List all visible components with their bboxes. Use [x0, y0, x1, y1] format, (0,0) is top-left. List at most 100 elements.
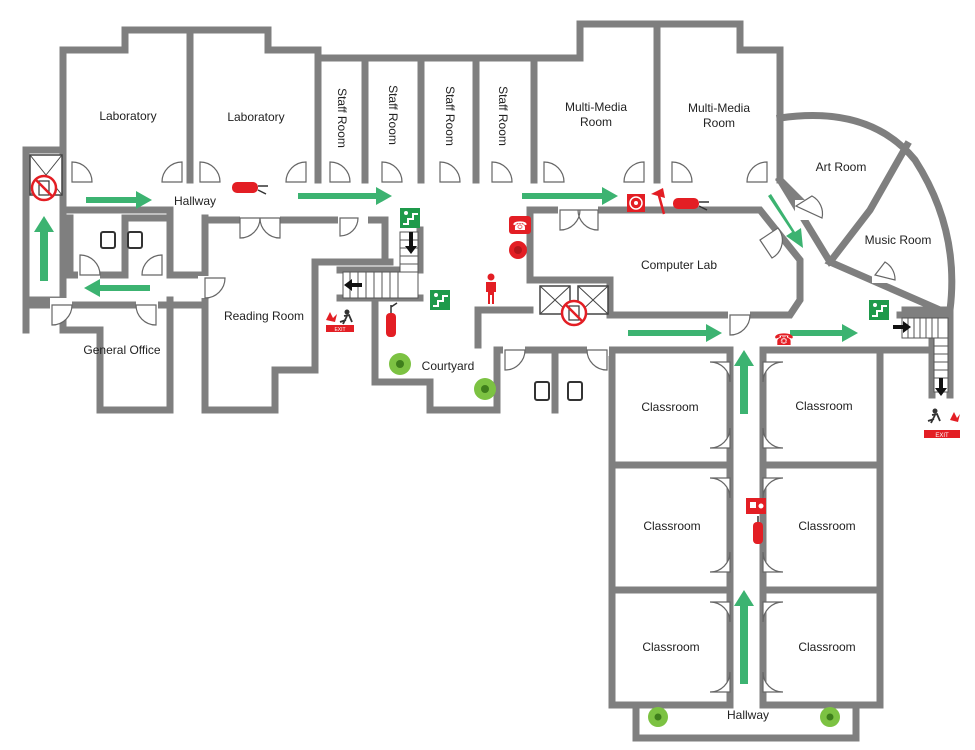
- room-label-classroom-3: Classroom: [643, 519, 700, 533]
- door: [745, 161, 768, 184]
- fire-axe-icon: [651, 188, 666, 215]
- door: [709, 477, 731, 499]
- stairs-west: [342, 231, 419, 299]
- fire-extinguisher-icon: [386, 302, 398, 337]
- room-label-courtyard: Courtyard: [422, 359, 475, 373]
- door: [762, 477, 784, 499]
- door: [558, 204, 599, 231]
- room-label-multimedia-1-line2: Room: [580, 115, 612, 129]
- room-label-multimedia-1-line1: Multi-Media: [565, 100, 627, 114]
- door: [50, 298, 73, 326]
- plant-icon: [648, 707, 668, 727]
- door: [762, 601, 784, 623]
- plant-icon: [820, 707, 840, 727]
- door: [586, 344, 609, 371]
- door: [490, 161, 513, 184]
- emergency-exit-stairs-icon: [400, 208, 420, 228]
- emergency-phone-icon: ☎: [774, 330, 794, 349]
- door: [70, 161, 93, 184]
- door: [709, 361, 731, 383]
- door: [709, 601, 731, 623]
- door: [762, 671, 784, 693]
- door: [338, 214, 368, 237]
- fire-alarm-call-point-icon: [746, 498, 766, 514]
- evacuation-arrow-icon: [768, 194, 803, 248]
- evacuation-arrow-icon: [84, 279, 150, 297]
- room-label-classroom-2: Classroom: [795, 399, 852, 413]
- exit-running-man-icon: EXIT: [326, 309, 354, 333]
- door: [542, 161, 565, 184]
- arrow-down-icon: [405, 232, 417, 254]
- door: [328, 161, 351, 184]
- door: [709, 551, 731, 573]
- evacuation-arrow-icon: [628, 324, 722, 342]
- door: [728, 308, 751, 336]
- room-label-art-room: Art Room: [816, 160, 867, 174]
- room-label-hallway-top: Hallway: [174, 194, 216, 208]
- door: [762, 361, 784, 383]
- room-label-reading-room: Reading Room: [224, 309, 304, 323]
- room-label-classroom-5: Classroom: [642, 640, 699, 654]
- emergency-exit-stairs-icon: [869, 300, 889, 320]
- room-label-staff-room-2: Staff Room: [386, 85, 400, 145]
- door: [503, 344, 526, 371]
- door: [78, 254, 101, 280]
- door: [198, 161, 221, 184]
- room-label-laboratory-1: Laboratory: [99, 109, 156, 123]
- door: [709, 671, 731, 693]
- svg-text:EXIT: EXIT: [935, 433, 949, 439]
- door: [709, 427, 731, 449]
- door: [622, 161, 645, 184]
- door: [794, 195, 824, 220]
- room-label-staff-room-1: Staff Room: [335, 88, 349, 148]
- door: [380, 161, 403, 184]
- door: [198, 276, 226, 299]
- no-elevator-in-fire-icon: [560, 299, 588, 327]
- room-label-multimedia-2-line2: Room: [703, 116, 735, 130]
- emergency-phone-icon: ☎: [509, 216, 531, 234]
- room-label-general-office: General Office: [83, 343, 160, 357]
- fire-extinguisher-icon: [673, 198, 709, 211]
- fire-alarm-bell-icon: [509, 241, 527, 259]
- no-elevator-in-fire-icon: [30, 174, 58, 202]
- room-label-staff-room-3: Staff Room: [443, 86, 457, 146]
- evacuation-arrow-icon: [34, 216, 54, 281]
- evacuation-arrow-icon: [86, 191, 152, 209]
- svg-text:☎: ☎: [774, 330, 794, 349]
- room-label-classroom-6: Classroom: [798, 640, 855, 654]
- restroom-toilet-icon: [100, 231, 583, 401]
- room-label-hallway-bottom: Hallway: [727, 708, 769, 722]
- stairs-east: [901, 317, 949, 393]
- door: [135, 298, 158, 326]
- stair-direction-arrows: [344, 232, 947, 396]
- plant-icon: [474, 378, 496, 400]
- arrow-down-icon: [935, 378, 947, 396]
- door: [239, 214, 281, 239]
- room-label-classroom-1: Classroom: [641, 400, 698, 414]
- assembly-person-icon: [486, 273, 496, 304]
- door: [141, 254, 164, 280]
- room-label-laboratory-2: Laboratory: [227, 110, 284, 124]
- door: [872, 261, 896, 283]
- emergency-exit-stairs-icon: [430, 290, 450, 310]
- plant-icon: [389, 353, 411, 375]
- arrow-right-icon: [893, 321, 911, 333]
- evacuation-arrow-icon: [298, 187, 392, 205]
- svg-text:☎: ☎: [513, 219, 528, 233]
- fire-hose-reel-icon: [627, 194, 645, 212]
- arrow-left-icon: [344, 279, 362, 291]
- door: [284, 161, 307, 184]
- door: [758, 227, 783, 259]
- exit-running-man-icon: EXIT: [924, 408, 960, 439]
- door: [160, 161, 183, 184]
- room-label-classroom-4: Classroom: [798, 519, 855, 533]
- fire-extinguisher-icon: [232, 182, 268, 195]
- room-label-music-room: Music Room: [865, 233, 932, 247]
- evacuation-arrow-icon: [734, 350, 754, 414]
- door: [762, 427, 784, 449]
- evacuation-arrow-icon: [734, 590, 754, 684]
- building-walls: [22, 20, 956, 742]
- door: [762, 551, 784, 573]
- fire-extinguisher-icon: [753, 516, 763, 544]
- room-label-computer-lab: Computer Lab: [641, 258, 717, 272]
